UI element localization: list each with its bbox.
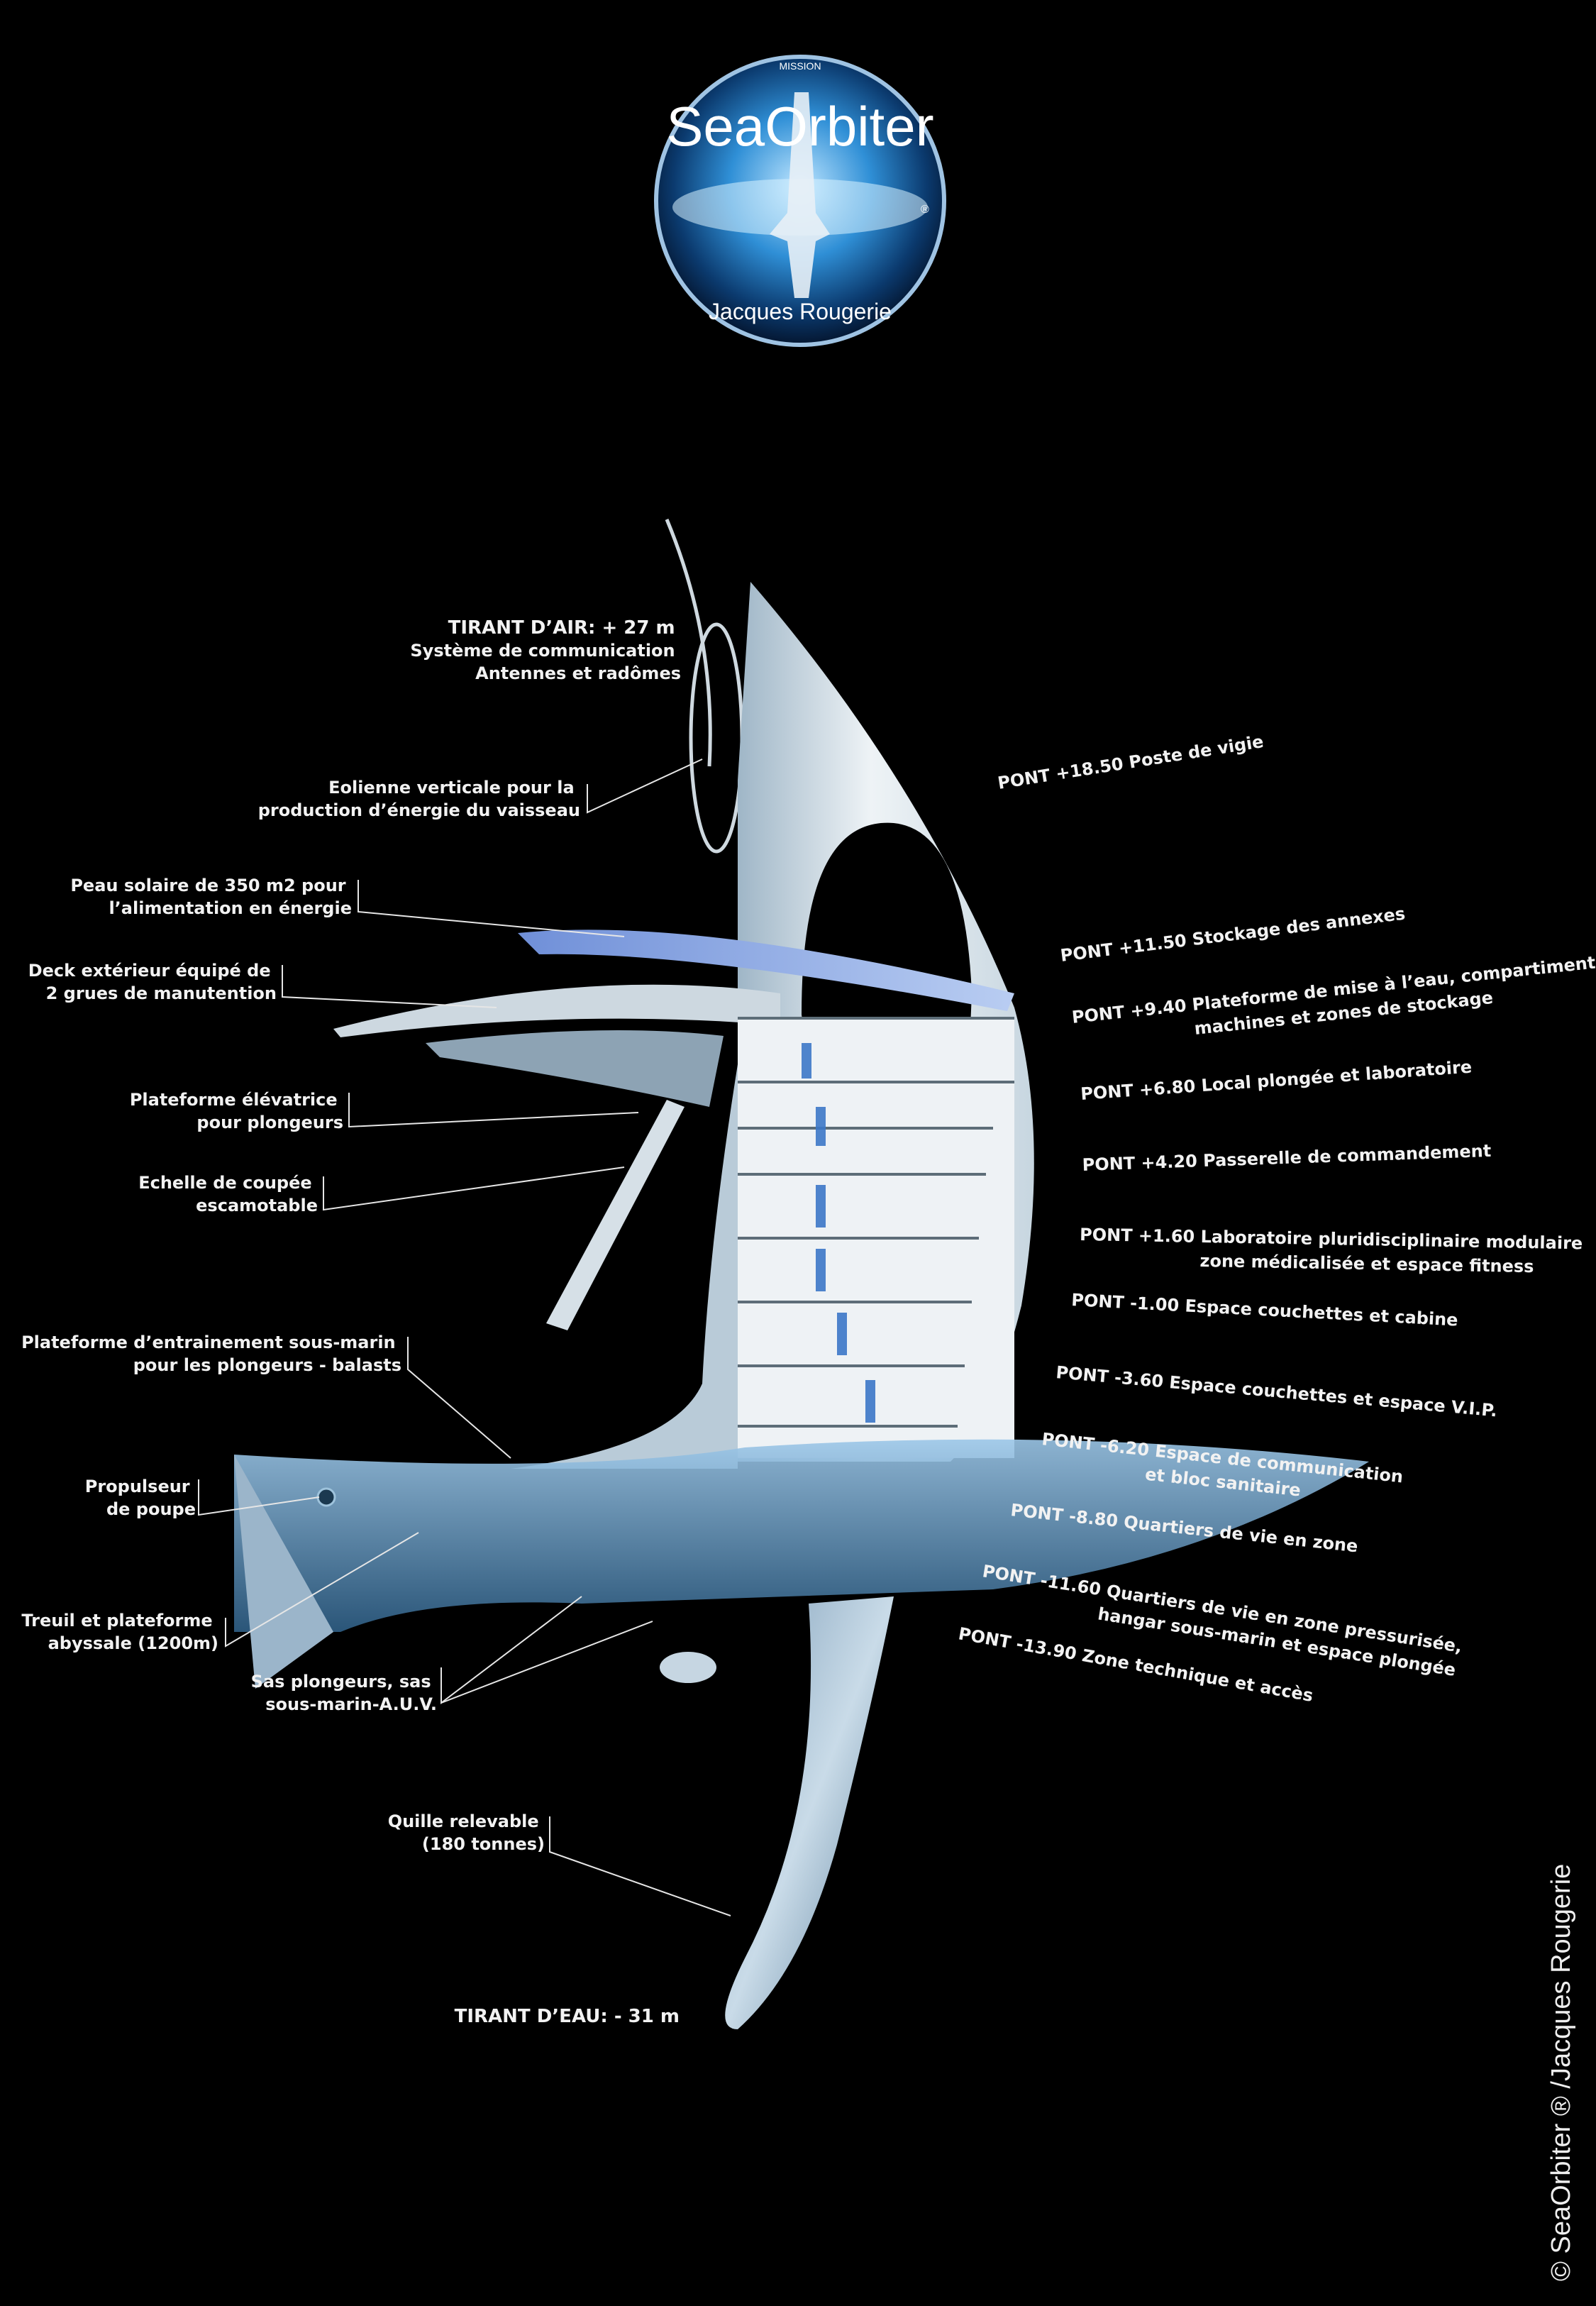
- gangway: [546, 1100, 685, 1330]
- label-propulseur: Propulseur de poupe: [85, 1477, 196, 1519]
- stern-fin: [234, 1455, 333, 1689]
- deck-pont-1150: PONT +11.50 Stockage des annexes: [1059, 904, 1406, 966]
- keel: [725, 1596, 894, 2029]
- label-peau-solaire: Peau solaire de 350 m2 pour l’alimentati…: [70, 876, 352, 918]
- logo-brand: SeaOrbiter: [666, 95, 933, 158]
- propeller-icon: [316, 1487, 336, 1507]
- deck-pont-m100: PONT -1.00 Espace couchettes et cabine: [1071, 1290, 1459, 1330]
- copyright-notice: © SeaOrbiter ® /Jacques Rougerie: [1546, 1863, 1576, 2281]
- wind-turbine: [689, 622, 744, 854]
- label-eolienne: Eolienne verticale pour la production d’…: [258, 778, 580, 820]
- deck-shadow: [426, 1030, 724, 1107]
- label-plateforme-elevatrice: Plateforme élévatrice pour plongeurs: [130, 1090, 343, 1132]
- logo-vessel-icon: [770, 92, 830, 298]
- logo-registered: ®: [921, 204, 929, 216]
- deck-pont-1850: PONT +18.50 Poste de vigie: [997, 732, 1265, 793]
- label-deck-exterieur: Deck extérieur équipé de 2 grues de manu…: [28, 961, 277, 1003]
- deck-pont-m360: PONT -3.60 Espace couchettes et espace V…: [1055, 1362, 1497, 1420]
- seaorbiter-logo: MISSION SeaOrbiter ® Jacques Rougerie: [654, 55, 946, 347]
- upper-deck: [333, 984, 780, 1037]
- logo-mission: MISSION: [779, 60, 821, 72]
- label-echelle: Echelle de coupée escamotable: [138, 1173, 318, 1215]
- lower-hull: [234, 1439, 1369, 1632]
- logo-author: Jacques Rougerie: [709, 299, 892, 324]
- leader-lines: [198, 758, 731, 1916]
- label-treuil: Treuil et plateforme abyssale (1200m): [21, 1611, 218, 1653]
- vessel-illustration: [234, 519, 1369, 2029]
- submarine-icon: [660, 1652, 716, 1683]
- label-quille: Quille relevable (180 tonnes): [388, 1811, 545, 1854]
- left-labels: TIRANT D’AIR: + 27 m Système de communic…: [21, 617, 681, 2027]
- label-tirant-air: TIRANT D’AIR: + 27 m Système de communic…: [410, 617, 681, 683]
- deck-stack: [738, 1017, 1014, 1458]
- solar-skin: [518, 929, 1014, 1011]
- label-plateforme-entrainement: Plateforme d’entrainement sous-marin pou…: [21, 1333, 401, 1375]
- label-tirant-eau: TIRANT D’EAU: - 31 m: [455, 2006, 680, 2027]
- label-sas: Sas plongeurs, sas sous-marin-A.U.V.: [251, 1672, 437, 1714]
- deck-pont-940: PONT +9.40 Plateforme de mise à l’eau, c…: [1071, 951, 1596, 1052]
- deck-pont-420: PONT +4.20 Passerelle de commandement: [1082, 1141, 1491, 1175]
- deck-pont-m1160: PONT -11.60 Quartiers de vie en zone pre…: [977, 1561, 1470, 1682]
- deck-pont-160: PONT +1.60 Laboratoire pluridisciplinair…: [1079, 1225, 1589, 1278]
- tower-front-curve: [511, 1064, 738, 1469]
- deck-pont-680: PONT +6.80 Local plongée et laboratoire: [1080, 1057, 1472, 1103]
